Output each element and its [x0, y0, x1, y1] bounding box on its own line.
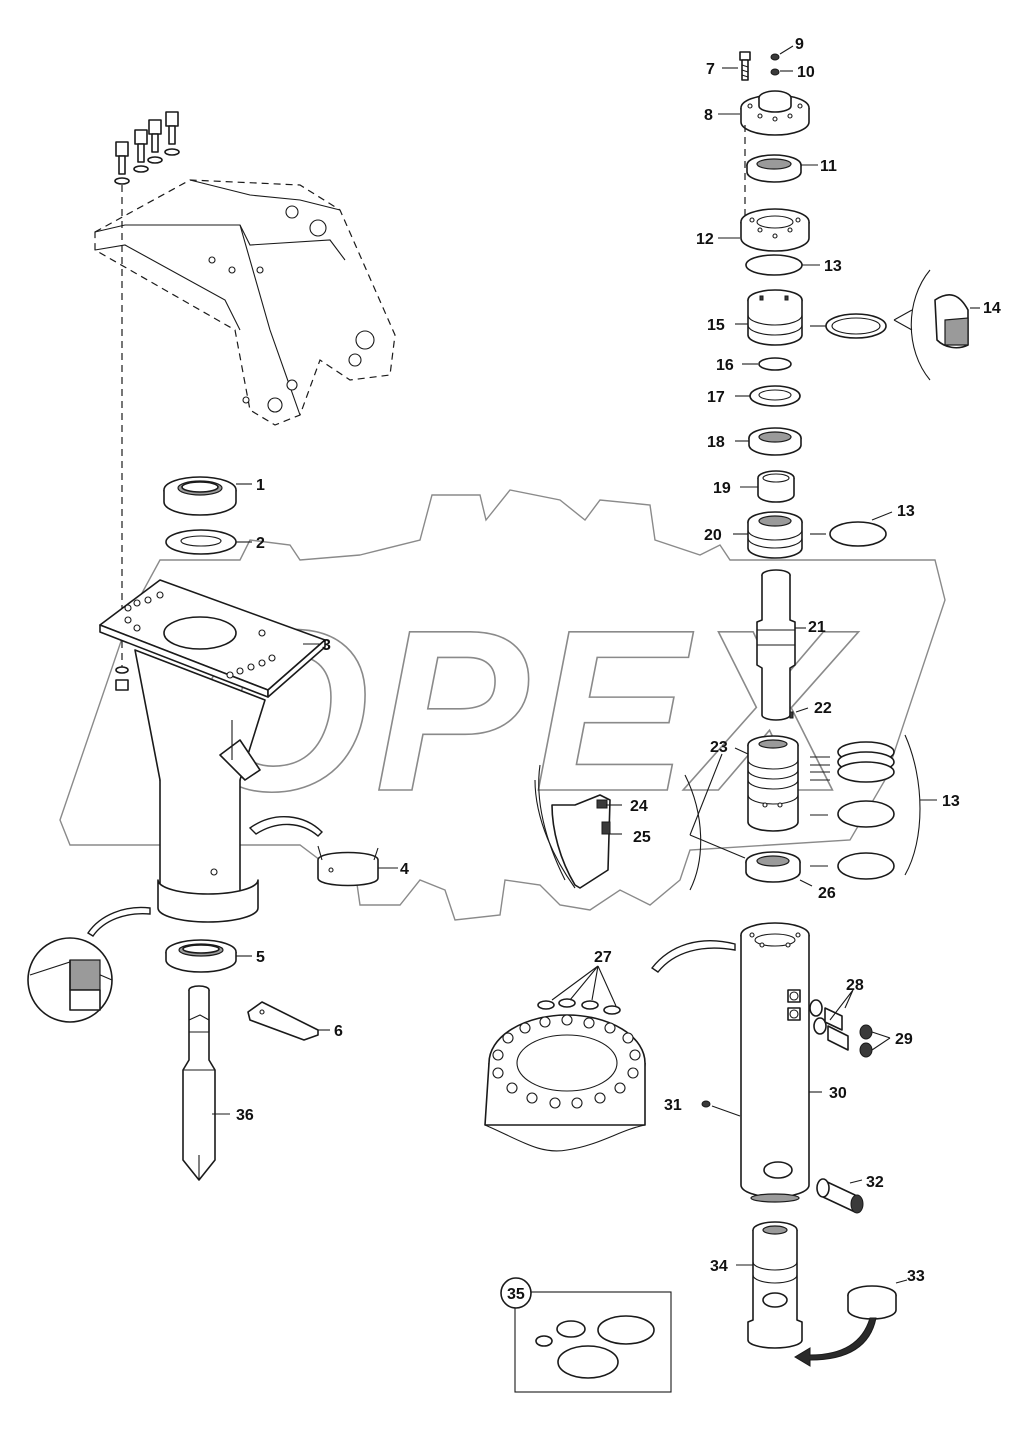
callout-35: 35 — [507, 1286, 525, 1303]
arrow-to-cylinder-detail — [650, 940, 736, 973]
part-11-seal — [746, 154, 802, 183]
callout-1: 1 — [256, 477, 265, 494]
part-14-ring — [810, 269, 969, 381]
callout-18: 18 — [707, 434, 725, 451]
callout-36: 36 — [236, 1107, 254, 1124]
callout-9: 9 — [795, 36, 804, 53]
leader-26 — [799, 879, 813, 887]
part-33-cap — [847, 1285, 897, 1320]
callout-32: 32 — [866, 1174, 884, 1191]
callout-20: 20 — [704, 527, 722, 544]
callout-7: 7 — [706, 61, 715, 78]
part-12-flange — [740, 208, 810, 252]
leader-28 — [829, 989, 854, 1021]
leader-29 — [871, 1031, 891, 1051]
part-22-pin — [789, 711, 794, 719]
part-34-valve-body — [747, 1221, 803, 1349]
part-3-housing — [99, 579, 326, 923]
part-1-ring — [163, 476, 237, 516]
part-5-ring — [165, 939, 237, 973]
watermark-gear — [59, 489, 946, 921]
callout-27: 27 — [594, 949, 612, 966]
part-10-plug — [770, 68, 780, 76]
arrow-part-33 — [794, 1317, 877, 1367]
part-26-ring — [745, 851, 801, 883]
detail-section-left — [27, 906, 151, 1023]
part-21-piston — [756, 569, 796, 721]
leader-32 — [849, 1179, 863, 1184]
part-16-disc — [758, 357, 792, 371]
leader-13b — [871, 511, 893, 521]
part-23-valve — [747, 735, 799, 832]
callout-31: 31 — [664, 1097, 682, 1114]
callout-14: 14 — [983, 300, 1001, 317]
leader-9 — [779, 45, 794, 55]
callout-15: 15 — [707, 317, 725, 334]
part-13-oring-mid — [810, 521, 887, 547]
callout-26: 26 — [818, 885, 836, 902]
part-19-bushing — [757, 470, 795, 503]
callout-25: 25 — [633, 829, 651, 846]
part-9-plug — [770, 53, 780, 61]
part-13-oring-top — [745, 254, 803, 276]
part-31-plug — [701, 1100, 711, 1108]
nut-washer — [115, 666, 129, 691]
callout-24: 24 — [630, 798, 648, 815]
leader-22 — [795, 707, 809, 713]
callout-10: 10 — [797, 64, 815, 81]
part-32-pin — [816, 1178, 864, 1214]
callout-2: 2 — [256, 535, 265, 552]
leader-33 — [895, 1279, 908, 1284]
part-36-tool — [182, 985, 216, 1181]
callout-12: 12 — [696, 231, 714, 248]
callout-30: 30 — [829, 1085, 847, 1102]
leader-23 — [734, 747, 749, 755]
callout-6: 6 — [334, 1023, 343, 1040]
part-30-cylinder — [740, 922, 810, 1203]
part-13-oring-stack — [810, 734, 921, 880]
callout-34: 34 — [710, 1258, 728, 1275]
part-29-screws — [859, 1024, 873, 1058]
callout-29: 29 — [895, 1031, 913, 1048]
part-2-washer — [165, 529, 237, 555]
callout-13b: 13 — [897, 503, 915, 520]
callout-21: 21 — [808, 619, 826, 636]
part-6-retaining-pin — [247, 1001, 319, 1041]
part-27-cylinder-detail — [484, 965, 646, 1152]
part-4-half-shell — [317, 845, 379, 887]
callout-33: 33 — [907, 1268, 925, 1285]
callout-labels: 1 2 3 4 5 6 7 8 9 10 11 12 13 13 13 14 1… — [236, 36, 1001, 1303]
arrow-part-4 — [248, 816, 323, 837]
callout-3: 3 — [322, 637, 331, 654]
callout-28: 28 — [846, 977, 864, 994]
part-7-bolt — [739, 51, 751, 81]
callout-23: 23 — [710, 739, 728, 756]
part-20-seal-stack — [747, 511, 803, 559]
callout-4: 4 — [400, 861, 409, 878]
part-28-plugs — [809, 999, 849, 1051]
part-8-top-cover — [740, 90, 810, 136]
callout-16: 16 — [716, 357, 734, 374]
detail-section-24-25 — [534, 753, 746, 891]
part-18-ring — [748, 427, 802, 456]
callout-8: 8 — [704, 107, 713, 124]
callout-5: 5 — [256, 949, 265, 966]
part-35-seal-kit — [500, 1277, 672, 1393]
callout-13c: 13 — [942, 793, 960, 810]
callout-17: 17 — [707, 389, 725, 406]
callout-13a: 13 — [824, 258, 842, 275]
callout-11: 11 — [820, 158, 837, 175]
callout-19: 19 — [713, 480, 731, 497]
watermark-text: OPEX — [190, 582, 859, 839]
callout-22: 22 — [814, 700, 832, 717]
part-15-head — [747, 289, 803, 346]
mounting-bolts — [114, 111, 180, 185]
part-17-washer — [749, 385, 801, 407]
leader-31 — [711, 1105, 741, 1117]
mounting-bracket — [94, 179, 396, 426]
